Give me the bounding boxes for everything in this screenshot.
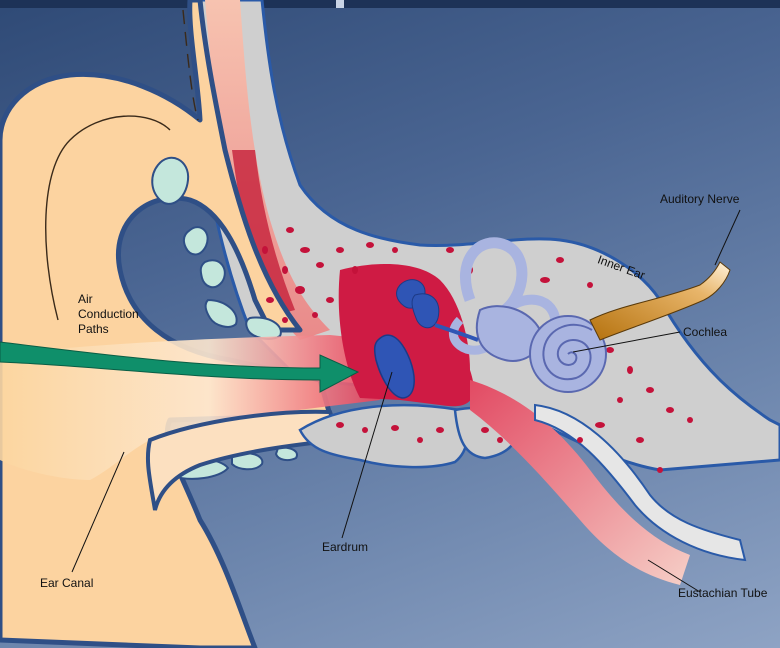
cartilage-4 [206, 300, 237, 327]
label-ear-canal: Ear Canal [40, 576, 93, 591]
label-auditory-nerve: Auditory Nerve [660, 192, 739, 207]
label-paths: Paths [78, 322, 109, 337]
label-cochlea: Cochlea [683, 325, 727, 340]
label-conduction: Conduction [78, 307, 139, 322]
cartilage-1 [152, 158, 188, 204]
label-air: Air [78, 292, 93, 307]
label-eustachian-tube: Eustachian Tube [678, 586, 767, 601]
cartilage-3 [201, 260, 225, 287]
cartilage-2 [184, 227, 208, 254]
pinna [0, 0, 330, 648]
label-eardrum: Eardrum [322, 540, 368, 555]
leader-auditory-nerve [715, 210, 740, 265]
